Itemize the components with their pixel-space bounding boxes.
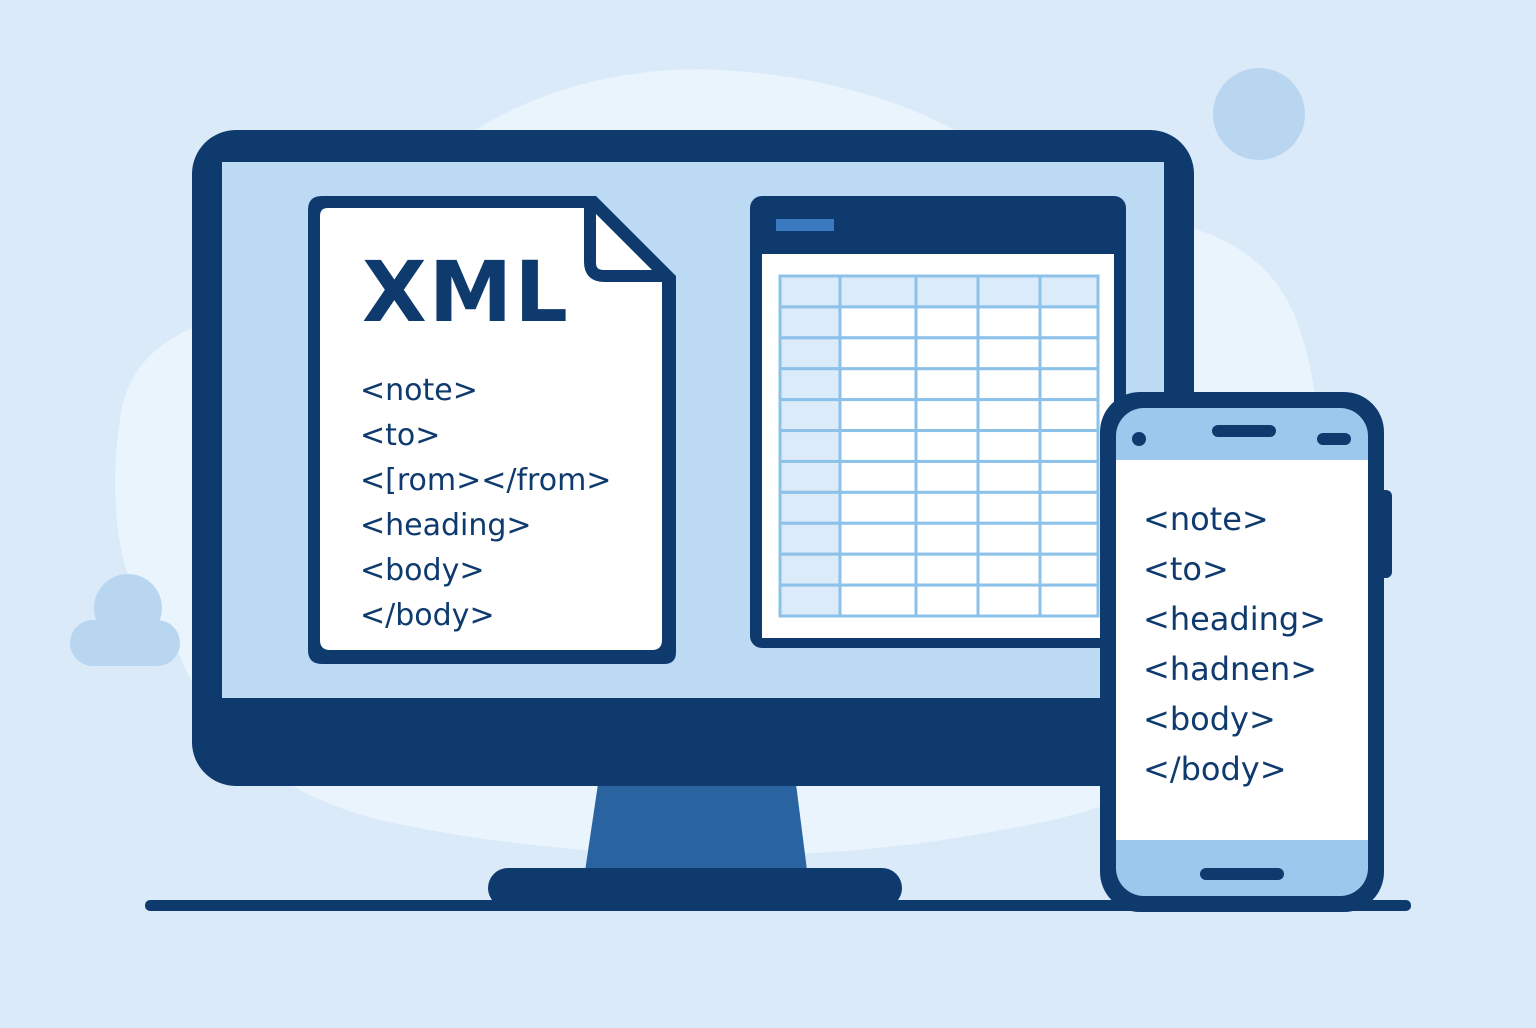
spreadsheet-cell — [914, 336, 980, 371]
spreadsheet-cell — [838, 305, 918, 340]
spreadsheet-cell — [914, 398, 980, 433]
phone-camera — [1132, 432, 1146, 446]
spreadsheet-cell — [778, 367, 842, 402]
spreadsheet-cell — [976, 305, 1042, 340]
spreadsheet-cell — [778, 305, 842, 340]
spreadsheet-cell — [1038, 336, 1100, 371]
smartphone-icon — [1100, 392, 1392, 912]
document-code-line: <heading> — [360, 508, 532, 543]
phone-code-line: <heading> — [1143, 600, 1326, 638]
spreadsheet-cell — [1038, 552, 1100, 587]
spreadsheet-cell — [914, 305, 980, 340]
spreadsheet-cell — [914, 274, 980, 309]
phone-code-line: <note> — [1143, 500, 1269, 538]
spreadsheet-cell — [914, 552, 980, 587]
spreadsheet-cell — [976, 274, 1042, 309]
spreadsheet-cell — [778, 274, 842, 309]
phone-home-bar — [1200, 868, 1284, 880]
spreadsheet-cell — [838, 459, 918, 494]
phone-code-line: <body> — [1143, 700, 1276, 738]
phone-speaker — [1212, 425, 1276, 437]
spreadsheet-cell — [1038, 459, 1100, 494]
spreadsheet-cell — [914, 459, 980, 494]
spreadsheet-cell — [1038, 305, 1100, 340]
phone-code-line: </body> — [1143, 750, 1287, 788]
spreadsheet-cell — [838, 490, 918, 525]
spreadsheet-cell — [838, 367, 918, 402]
spreadsheet-cell — [976, 521, 1042, 556]
spreadsheet-cell — [778, 459, 842, 494]
spreadsheet-cell — [838, 274, 918, 309]
document-title: XML — [362, 243, 570, 341]
spreadsheet-cell — [914, 429, 980, 463]
spreadsheet-cell — [976, 459, 1042, 494]
phone-code-line: <to> — [1143, 550, 1229, 588]
spreadsheet-cell — [778, 552, 842, 587]
spreadsheet-cell — [976, 336, 1042, 371]
spreadsheet-cell — [1038, 521, 1100, 556]
spreadsheet-cell — [976, 583, 1042, 618]
spreadsheet-cell — [914, 583, 980, 618]
spreadsheet-cell — [838, 521, 918, 556]
cloud-icon — [70, 574, 180, 666]
document-code-line: <to> — [360, 418, 441, 453]
spreadsheet-cell — [914, 490, 980, 525]
spreadsheet-cell — [778, 583, 842, 618]
monitor-stand — [488, 784, 902, 908]
xml-file-icon — [308, 196, 676, 664]
spreadsheet-cell — [838, 552, 918, 587]
spreadsheet-cell — [838, 336, 918, 371]
spreadsheet-cell — [976, 490, 1042, 525]
circle-decoration-icon — [1213, 68, 1305, 160]
spreadsheet-cell — [976, 429, 1042, 463]
spreadsheet-cell — [914, 521, 980, 556]
xml-document: XML <note> <to> <[rom></from> <heading> … — [322, 210, 662, 650]
spreadsheet-cell — [1038, 583, 1100, 618]
spreadsheet-cell — [778, 521, 842, 556]
spreadsheet-cell — [1038, 274, 1100, 309]
phone-code-line: <hadnen> — [1143, 650, 1318, 688]
spreadsheet-cell — [838, 583, 918, 618]
spreadsheet-cell — [1038, 429, 1100, 463]
document-code-line: </body> — [360, 598, 495, 633]
spreadsheet-cell — [1038, 490, 1100, 525]
spreadsheet-cell — [838, 429, 918, 463]
phone-screen — [1116, 460, 1368, 840]
spreadsheet-cell — [838, 398, 918, 433]
spreadsheet-cell — [778, 336, 842, 371]
spreadsheet-cell — [1038, 367, 1100, 402]
spreadsheet-cell — [976, 552, 1042, 587]
spreadsheet-cell — [778, 490, 842, 525]
document-code-line: <note> — [360, 373, 478, 408]
spreadsheet-cell — [1038, 398, 1100, 433]
spreadsheet-cell — [976, 367, 1042, 402]
spreadsheet-grid — [778, 274, 1100, 618]
spreadsheet-cell — [976, 398, 1042, 433]
phone-code-lines: <note> <to> <heading> <hadnen> <body> </… — [1143, 494, 1326, 794]
spreadsheet-title-bar-accent — [776, 219, 834, 231]
spreadsheet-cell — [914, 367, 980, 402]
phone-sensor — [1317, 433, 1351, 445]
spreadsheet-cell — [778, 429, 842, 463]
document-code-line: <body> — [360, 553, 485, 588]
document-code-lines: <note> <to> <[rom></from> <heading> <bod… — [360, 368, 611, 638]
document-code-line: <[rom></from> — [360, 463, 612, 498]
spreadsheet-icon — [750, 196, 1126, 648]
spreadsheet-cell — [778, 398, 842, 433]
